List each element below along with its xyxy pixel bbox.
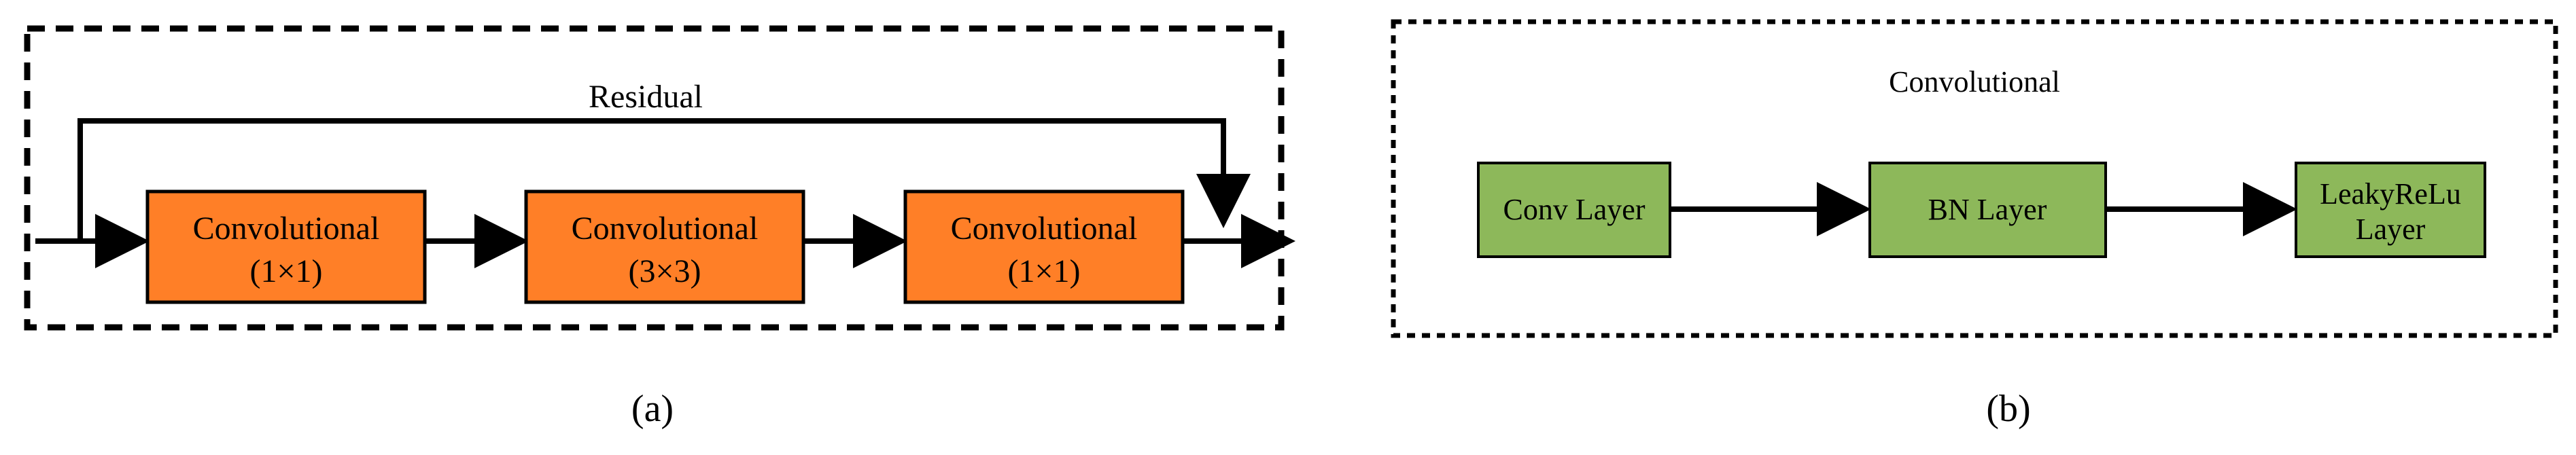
panel-b-caption: (b) [1986,388,2030,430]
leakyrelu-layer-box [2295,162,2486,258]
conv-block-1-kernel: (1×1) [249,253,322,289]
conv-layer-label: Conv Layer [1503,193,1646,226]
leakyrelu-layer-label-line1: LeakyReLu [2320,177,2461,211]
bn-layer-block: BN Layer [1868,162,2107,258]
conv-block-2: Convolutional (3×3) [524,189,805,304]
conv-block-1-box [145,189,427,304]
conv-block-3-title: Convolutional [951,211,1138,247]
bn-layer-box [1868,162,2107,258]
conv-block-2-box [524,189,805,304]
residual-skip-connection [77,118,1251,241]
leakyrelu-layer-label-line2: Layer [2356,213,2426,246]
panel-b-dashed-frame [1391,19,2558,338]
panel-a-caption: (a) [631,388,674,430]
conv-block-3: Convolutional (1×1) [903,189,1185,304]
conv-layer-box [1477,162,1671,258]
panel-b: Convolutional Conv Layer BN Layer LeakyR… [1391,19,2558,430]
panel-b-title: Convolutional [1889,65,2060,98]
leakyrelu-layer-block: LeakyReLu Layer [2295,162,2486,258]
conv-block-1-title: Convolutional [193,211,380,247]
conv-block-1: Convolutional (1×1) [145,189,427,304]
panel-a: Residual Convolutional (1×1) Convolution… [24,25,1295,430]
bn-layer-label: BN Layer [1928,193,2047,226]
conv-layer-block: Conv Layer [1477,162,1671,258]
panel-a-dashed-frame [24,25,1285,331]
conv-block-2-kernel: (3×3) [628,253,701,289]
conv-block-3-kernel: (1×1) [1007,253,1080,289]
residual-label: Residual [589,79,703,115]
conv-block-3-box [903,189,1185,304]
conv-block-2-title: Convolutional [572,211,759,247]
